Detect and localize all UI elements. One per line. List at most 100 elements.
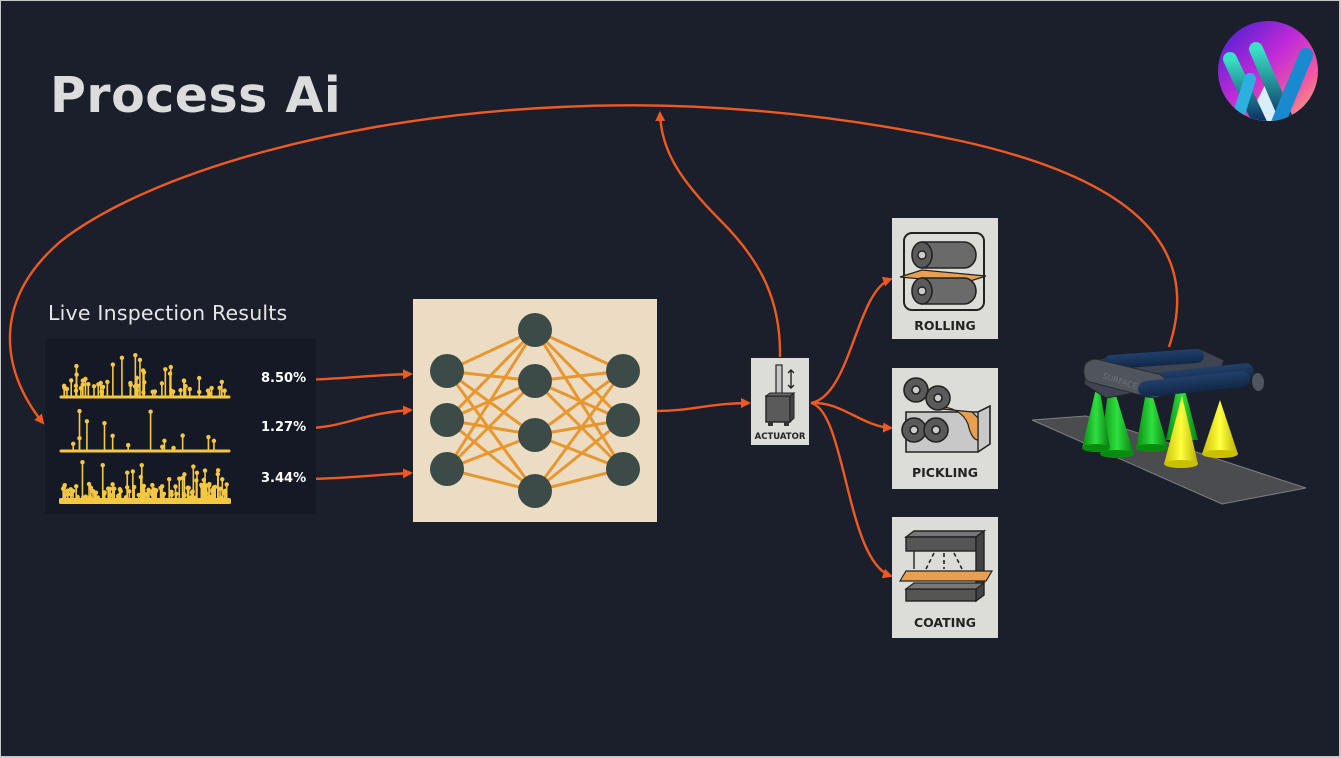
actuator-label: ACTUATOR: [754, 432, 806, 442]
actuator-tile: ACTUATOR: [751, 358, 809, 445]
inspection-result-1: 8.50%: [261, 371, 307, 386]
waveform-peak: [202, 468, 208, 473]
waveform-1: [59, 353, 231, 399]
waveform-peak: [138, 474, 144, 480]
waveform-peak: [217, 486, 223, 492]
waveform-peak: [171, 445, 176, 451]
waveform-peak: [80, 382, 85, 387]
actuator-to-rolling-arrow: [810, 276, 893, 405]
result-arrow-3: [302, 468, 413, 481]
waveform-peak: [146, 488, 152, 494]
surface-fixture-icon: SURFACE: [1031, 349, 1307, 505]
waveform-peak: [83, 376, 88, 382]
nn-node: [606, 403, 640, 437]
waveform-peak: [153, 488, 159, 493]
rolling-icon: [899, 232, 987, 311]
waveform-peak: [206, 434, 211, 440]
nn-node: [430, 354, 464, 388]
waveform-peak: [115, 493, 121, 499]
coating-label: COATING: [913, 615, 977, 630]
waveform-peak: [69, 378, 74, 383]
waveform-peak: [160, 444, 165, 449]
waveform-peak: [128, 382, 133, 388]
waveform-peak: [62, 385, 67, 390]
nn-node: [606, 452, 640, 486]
waveform-peak: [201, 477, 207, 483]
waveform-peak: [125, 470, 130, 475]
waveform-2: [59, 408, 231, 453]
waveform-peak: [150, 389, 155, 395]
inspection-result-2: 1.27%: [261, 420, 307, 435]
actuator-to-pickling-arrow: [810, 401, 893, 433]
waveform-peak: [180, 433, 185, 438]
waveform-peak: [150, 482, 155, 488]
waveform-peak: [211, 485, 217, 490]
waveform-peak: [110, 482, 115, 487]
waveform-peak: [127, 489, 132, 494]
waveform-peak: [159, 484, 165, 489]
waveform-peak: [125, 442, 131, 448]
waveform-peak: [136, 492, 141, 498]
coating-icon: [898, 529, 994, 603]
waveform-peak: [222, 388, 227, 393]
waveform-peak: [209, 385, 214, 391]
waveform-peak: [88, 485, 94, 490]
neural-network-panel: [413, 299, 657, 522]
waveform-peak: [191, 464, 196, 469]
nn-edge: [534, 418, 624, 493]
nn-edge: [445, 370, 537, 492]
waveform-peak: [169, 492, 174, 497]
pickling-icon: [901, 377, 991, 453]
waveform-peak: [110, 362, 116, 367]
waveform-peak: [215, 468, 221, 473]
waveform-peak: [80, 459, 85, 465]
waveform-peak: [137, 357, 143, 363]
waveform-peak: [173, 484, 178, 489]
inspection-panel: 8.50% 1.27% 3.44%: [45, 339, 316, 514]
waveform-peak: [224, 482, 229, 487]
waveform-peak: [217, 385, 222, 391]
waveform-peak: [194, 470, 200, 476]
actuator-icon: [764, 364, 796, 426]
page-title: Process Ai: [50, 67, 342, 124]
waveform-peak: [141, 487, 146, 493]
waveform-peak: [190, 489, 195, 494]
rolling-tile: ROLLING: [892, 218, 998, 339]
waveform-peak: [182, 472, 187, 477]
waveform-peak: [86, 382, 91, 387]
nn-node: [430, 452, 464, 486]
waveform-peak: [93, 490, 99, 495]
nn-edge: [534, 369, 624, 437]
waveform-peak: [83, 494, 88, 499]
waveform-peak: [159, 381, 165, 386]
waveform-peak: [74, 372, 79, 377]
waveform-peak: [139, 462, 144, 468]
waveform-peak: [74, 363, 79, 369]
nn-node: [518, 418, 552, 452]
nn-to-actuator-arrow: [656, 398, 751, 413]
waveform-peak: [181, 492, 187, 497]
waveform-peak: [86, 481, 92, 487]
waveform-peak: [62, 483, 67, 488]
waveform-peak: [84, 419, 90, 424]
waveform-peak: [181, 378, 187, 384]
nn-edge: [446, 369, 536, 437]
nn-node: [518, 313, 552, 347]
nn-edge: [533, 379, 625, 471]
waveform-peak: [130, 469, 136, 474]
result-arrow-2: [302, 405, 413, 430]
nn-edge: [446, 418, 536, 493]
waveform-peak: [71, 441, 76, 447]
pickling-label: PICKLING: [911, 465, 978, 480]
waveform-peak: [197, 375, 202, 381]
actuator-to-coating-arrow: [810, 401, 893, 579]
nn-node: [518, 474, 552, 508]
waveform-peak: [204, 491, 209, 496]
rolling-label: ROLLING: [914, 318, 976, 333]
waveform-peak: [199, 484, 205, 489]
waveform-peak: [167, 371, 173, 376]
waveform-peak: [219, 379, 225, 385]
waveform-peak: [210, 489, 215, 494]
waveform-peak: [148, 409, 153, 414]
